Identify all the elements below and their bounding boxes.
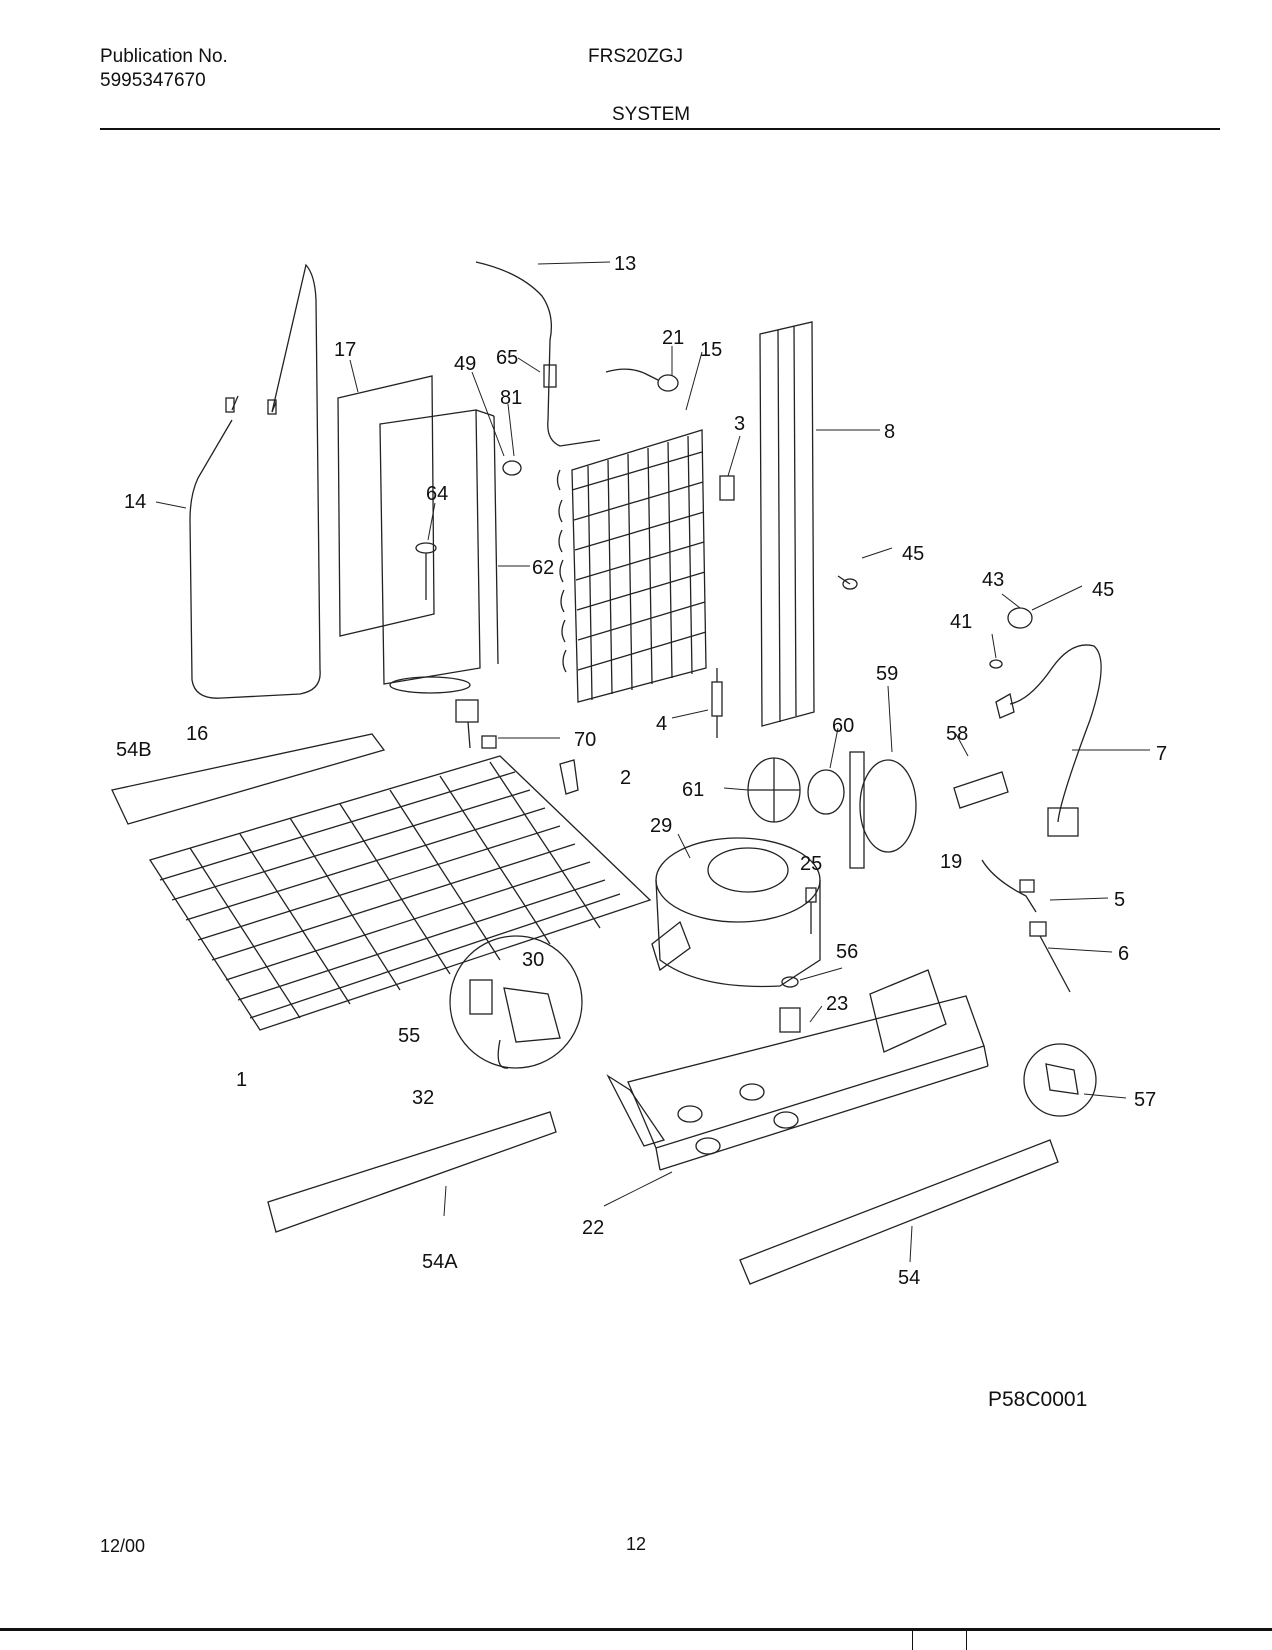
- bracket-2: [559, 759, 579, 795]
- callout-2: 2: [620, 767, 631, 789]
- callout-45-lower: 45: [1092, 579, 1114, 601]
- callout-5: 5: [1114, 889, 1125, 911]
- callout-3: 3: [734, 413, 745, 435]
- callout-30: 30: [522, 949, 544, 971]
- fan-motor: [807, 769, 845, 815]
- footer-rule: [0, 1628, 1272, 1631]
- callout-21: 21: [662, 327, 684, 349]
- callout-54: 54: [898, 1267, 920, 1289]
- callout-14: 14: [124, 491, 146, 513]
- clamp: [502, 460, 522, 476]
- callout-41: 41: [950, 611, 972, 633]
- callout-70: 70: [574, 729, 596, 751]
- callout-32: 32: [412, 1087, 434, 1109]
- coil-clip: [719, 475, 735, 501]
- footer-date: 12/00: [100, 1536, 146, 1556]
- callout-58: 58: [946, 723, 968, 745]
- callout-25: 25: [800, 853, 822, 875]
- callout-43: 43: [982, 569, 1004, 591]
- washer-56: [781, 976, 799, 988]
- callout-19: 19: [940, 851, 962, 873]
- callout-54b: 54B: [116, 739, 152, 761]
- callout-60: 60: [832, 715, 854, 737]
- callout-1: 1: [236, 1069, 247, 1091]
- footer-tick: [966, 1628, 967, 1650]
- part-57-inset: [1023, 1043, 1097, 1117]
- callout-56: 56: [836, 941, 858, 963]
- compressor-base-frame: [606, 969, 989, 1171]
- callout-15: 15: [700, 339, 722, 361]
- evaporator-coil-drawing: [556, 429, 707, 703]
- callout-4: 4: [656, 713, 667, 735]
- fan-shroud: [849, 751, 917, 869]
- defrost-thermostat-drawing: [605, 368, 679, 392]
- evaporator-cover-panel: [337, 375, 435, 637]
- callout-22: 22: [582, 1217, 604, 1239]
- screw-45: [837, 575, 858, 590]
- page-number: 12: [626, 1534, 647, 1554]
- callout-61: 61: [682, 779, 704, 801]
- callout-57: 57: [1134, 1089, 1156, 1111]
- model-number: FRS20ZGJ: [588, 46, 684, 67]
- part-43: [1007, 607, 1033, 629]
- callout-7: 7: [1156, 743, 1167, 765]
- callout-62: 62: [532, 557, 554, 579]
- callout-54a: 54A: [422, 1251, 458, 1273]
- power-cord: [995, 644, 1102, 837]
- callout-45-upper: 45: [902, 543, 924, 565]
- callout-16: 16: [186, 723, 208, 745]
- fan-blade: [747, 757, 801, 823]
- sensor-capillary: [475, 261, 601, 447]
- callout-49: 49: [454, 353, 476, 375]
- defrost-heater-drawing: [189, 263, 321, 699]
- section-title: SYSTEM: [612, 104, 691, 125]
- vertical-channel: [759, 321, 815, 727]
- condenser-grid: [148, 755, 652, 1031]
- cover-fastener: [415, 542, 437, 600]
- callout-59: 59: [876, 663, 898, 685]
- tube-19: [953, 771, 1009, 809]
- evaporator-cover: [379, 409, 499, 694]
- drawing-code: P58C0001: [988, 1388, 1088, 1411]
- callout-65: 65: [496, 347, 518, 369]
- callout-23: 23: [826, 993, 848, 1015]
- grommet-23: [779, 1007, 801, 1033]
- callout-81: 81: [500, 387, 522, 409]
- footer-tick: [912, 1628, 913, 1650]
- rail-54a: [267, 1111, 557, 1233]
- callout-55: 55: [398, 1025, 420, 1047]
- bracket-70: [455, 699, 497, 749]
- callout-6: 6: [1118, 943, 1129, 965]
- bolt-25: [805, 887, 817, 934]
- rail-54: [739, 1139, 1059, 1285]
- header-rule: [100, 128, 1220, 130]
- wire-harness: [981, 859, 1071, 993]
- rail-54b: [111, 733, 386, 825]
- relay-inset: [449, 935, 583, 1069]
- callout-13: 13: [614, 253, 636, 275]
- compressor-drawing: [651, 837, 821, 988]
- publication-label: Publication No.: [100, 46, 228, 67]
- fuse-drawing: [711, 668, 723, 738]
- callout-17: 17: [334, 339, 356, 361]
- part-41: [989, 659, 1003, 669]
- callout-29: 29: [650, 815, 672, 837]
- callout-64: 64: [426, 483, 448, 505]
- publication-number: 5995347670: [100, 70, 206, 91]
- callout-8: 8: [884, 421, 895, 443]
